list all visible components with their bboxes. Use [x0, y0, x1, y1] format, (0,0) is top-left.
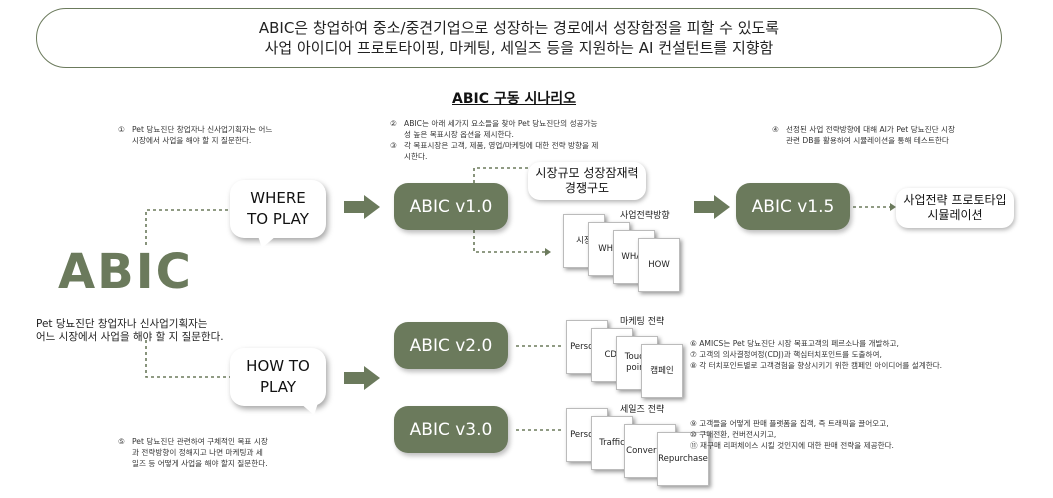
- abic-v1-5: ABIC v1.5: [736, 183, 850, 230]
- note-text: 시한다.: [404, 152, 428, 161]
- note-text: 선정된 사업 전략방향에 대해 AI가 Pet 당뇨진단 시장: [786, 125, 956, 134]
- how-to-play-bubble: HOW TO PLAY: [230, 348, 326, 406]
- where-to-play-bubble: WHERE TO PLAY: [230, 180, 326, 238]
- banner-line-1: ABIC은 창업하여 중소/중견기업으로 성장하는 경로에서 성장함정을 피할 …: [258, 19, 780, 37]
- abic-v3-0: ABIC v3.0: [394, 406, 508, 453]
- note-text: 각 목표시장은 고객, 제품, 영업/마케팅에 대한 전략 방향을 제: [404, 141, 599, 150]
- where-bubble-tail: [258, 236, 276, 248]
- note-text: 성 높은 목표시장 옵션을 제시한다.: [404, 130, 514, 139]
- card-repurchase: Repurchase: [657, 432, 709, 486]
- banner-line-2: 사업 아이디어 프로토타이핑, 마케팅, 세일즈 등을 지원하는 AI 컨설턴트…: [264, 39, 774, 57]
- desc-line: ⑪ 재구매 리퍼체이스 시킬 것인지에 대한 판매 전략을 제공한다.: [690, 441, 894, 450]
- callout-line: 시뮬레이션: [927, 208, 983, 222]
- note-text: 과 전략방향이 정해지고 나면 마케팅과 세: [132, 448, 263, 457]
- note-text: 시장에서 사업을 해야 할 지 질문한다.: [132, 136, 252, 145]
- desc-line: ⑧ 각 터치포인트별로 고객경험을 향상시키기 위한 캠페인 아이디어를 설계한…: [690, 361, 943, 370]
- note-number: ①: [118, 125, 125, 134]
- prototype-callout: 사업전략 프로토타입 시뮬레이션: [896, 188, 1014, 228]
- note-5: ⑤ Pet 당뇨진단 관련하여 구체적인 목표 시장 과 전략방향이 정해지고 나…: [118, 436, 268, 469]
- desc-line: ⑦ 고객의 의사결정여정(CDJ)과 핵심터치포인트를 도출하여,: [690, 350, 882, 359]
- desc-line: ⑥ AMICS는 Pet 당뇨진단 시장 목표고객의 페르소나를 개발하고,: [690, 339, 899, 348]
- sales-description: ⑨ 고객들을 어떻게 판매 플랫폼을 집객, 즉 트래픽을 끌어오고, ⑩ 구매…: [690, 418, 894, 451]
- bubble-line: PLAY: [259, 378, 296, 396]
- marketing-description: ⑥ AMICS는 Pet 당뇨진단 시장 목표고객의 페르소나를 개발하고, ⑦…: [690, 338, 942, 371]
- bubble-line: TO PLAY: [247, 210, 309, 228]
- desc-line: ⑩ 구매전환, 컨버전시키고,: [690, 430, 777, 439]
- left-question-line: Pet 당뇨진단 창업자나 신사업기획자는: [36, 318, 208, 330]
- diagram-title: ABIC 구동 시나리오: [452, 91, 577, 107]
- note-text: 일즈 등 어떻게 사업을 해야 할지 질문한다.: [132, 459, 268, 468]
- card-campaign: 캠페인: [641, 344, 683, 398]
- abic-logo: ABIC: [58, 244, 193, 300]
- vision-banner: ABIC은 창업하여 중소/중견기업으로 성장하는 경로에서 성장함정을 피할 …: [36, 8, 1002, 68]
- sales-strategy-label: 세일즈 전략: [620, 405, 665, 415]
- desc-line: ⑨ 고객들을 어떻게 판매 플랫폼을 집객, 즉 트래픽을 끌어오고,: [690, 419, 889, 428]
- note-text: ABIC는 아래 세가지 요소들을 찾아 Pet 당뇨진단의 성공가능: [404, 119, 598, 128]
- note-1: ① Pet 당뇨진단 창업자나 신사업기획자는 어느 시장에서 사업을 해야 할 …: [118, 124, 272, 146]
- note-text: Pet 당뇨진단 관련하여 구체적인 목표 시장: [132, 437, 268, 446]
- abic-v2-0: ABIC v2.0: [394, 322, 508, 369]
- note-number: ②: [390, 119, 397, 128]
- note-text: 관련 DB를 활용하여 시뮬레이션을 통해 테스트한다: [786, 136, 949, 145]
- note-number: ⑤: [118, 437, 125, 446]
- note-number: ③: [390, 141, 397, 150]
- strategy-direction-label: 사업전략방향: [620, 211, 670, 221]
- note-2: ② ABIC는 아래 세가지 요소들을 찾아 Pet 당뇨진단의 성공가능 성 높…: [390, 118, 598, 162]
- marketing-strategy-label: 마케팅 전략: [620, 317, 665, 327]
- note-4: ④ 선정된 사업 전략방향에 대해 AI가 Pet 당뇨진단 시장 관련 DB를 …: [772, 124, 955, 146]
- note-number: ④: [772, 125, 779, 134]
- card-how: HOW: [638, 238, 680, 292]
- abic-v1-0: ABIC v1.0: [394, 183, 508, 230]
- callout-line: 경쟁구도: [564, 181, 610, 195]
- left-question-line: 어느 시장에서 사업을 해야 할 지 질문한다.: [36, 331, 224, 343]
- callout-line: 사업전략 프로토타입: [903, 193, 1007, 207]
- left-question: Pet 당뇨진단 창업자나 신사업기획자는 어느 시장에서 사업을 해야 할 지…: [36, 318, 224, 344]
- market-callout: 시장규모 성장잠재력 경쟁구도: [528, 162, 646, 200]
- callout-line: 시장규모 성장잠재력: [535, 166, 639, 180]
- note-text: Pet 당뇨진단 창업자나 신사업기획자는 어느: [132, 125, 273, 134]
- bubble-line: HOW TO: [246, 357, 310, 375]
- how-bubble-tail: [300, 403, 318, 415]
- bubble-line: WHERE: [250, 189, 306, 207]
